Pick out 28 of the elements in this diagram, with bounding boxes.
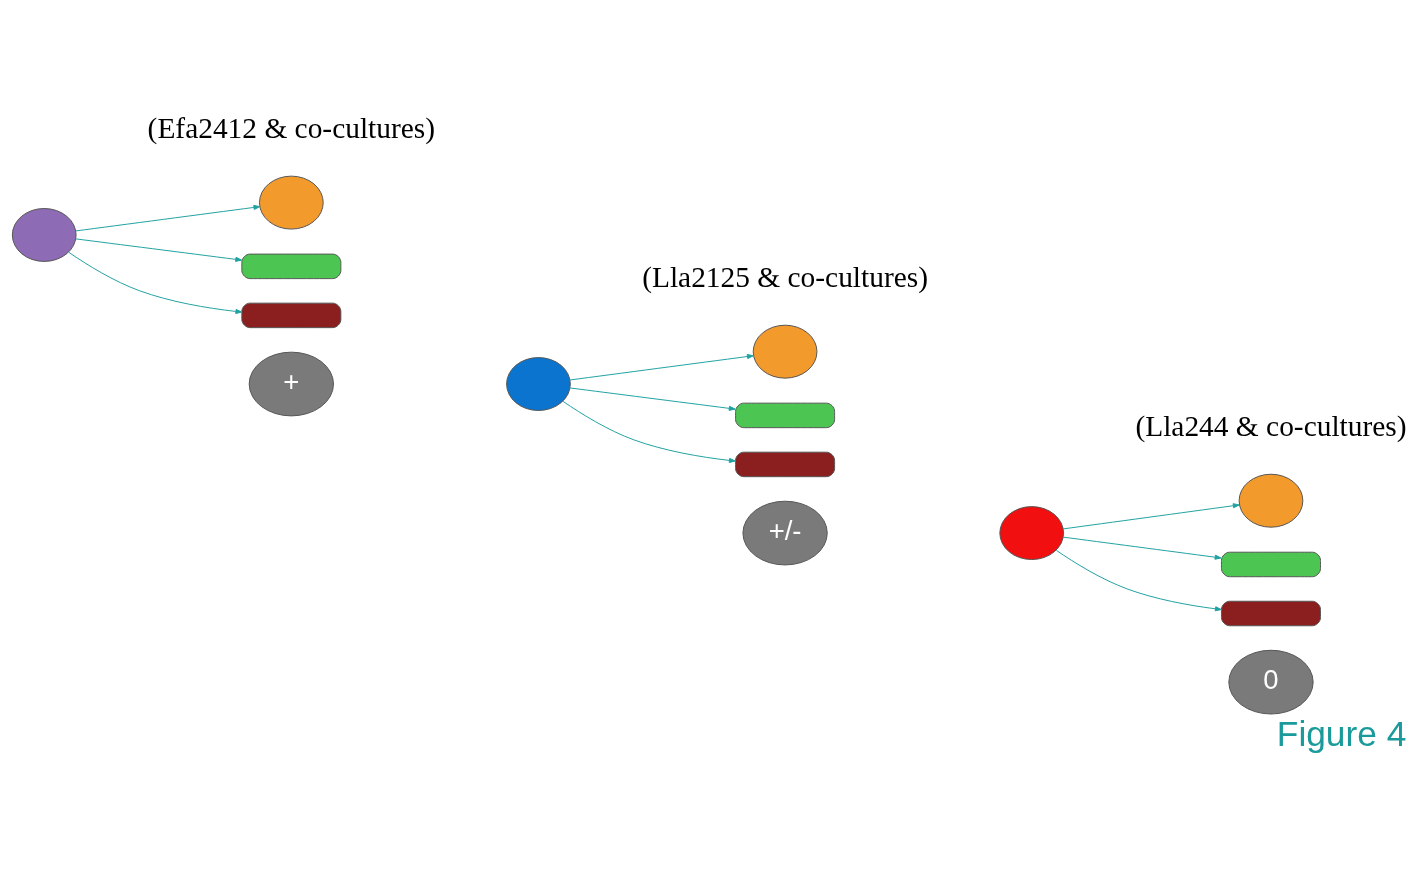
node-bar	[241, 302, 342, 329]
label: (Lla244 & co-cultures)	[1135, 410, 1407, 443]
node-bar	[735, 451, 836, 478]
arrow	[68, 251, 243, 314]
node-bar	[735, 402, 836, 429]
arrow	[1055, 549, 1222, 612]
label: (Efa2412 & co-cultures)	[147, 112, 436, 145]
caption: Figure 4	[1276, 714, 1407, 754]
node-circle	[999, 506, 1065, 561]
arrow	[1062, 536, 1222, 560]
node-ellipse: 0	[1228, 649, 1314, 715]
node-circle	[11, 208, 77, 262]
arrow	[75, 204, 261, 232]
node-ellipse: +/-	[742, 500, 828, 566]
arrow	[75, 238, 243, 262]
node-ellipse: +	[248, 351, 334, 417]
node-circle	[1238, 473, 1304, 528]
node-bar	[241, 253, 342, 280]
arrow	[1062, 503, 1240, 530]
node-circle	[506, 357, 571, 411]
label: (Lla2125 & co-cultures)	[642, 261, 928, 294]
arrow	[569, 354, 754, 381]
node-circle	[752, 324, 818, 379]
node-circle	[259, 175, 324, 230]
node-bar	[1220, 600, 1321, 627]
arrow	[569, 387, 736, 411]
arrow	[562, 400, 736, 463]
node-bar	[1220, 551, 1321, 578]
